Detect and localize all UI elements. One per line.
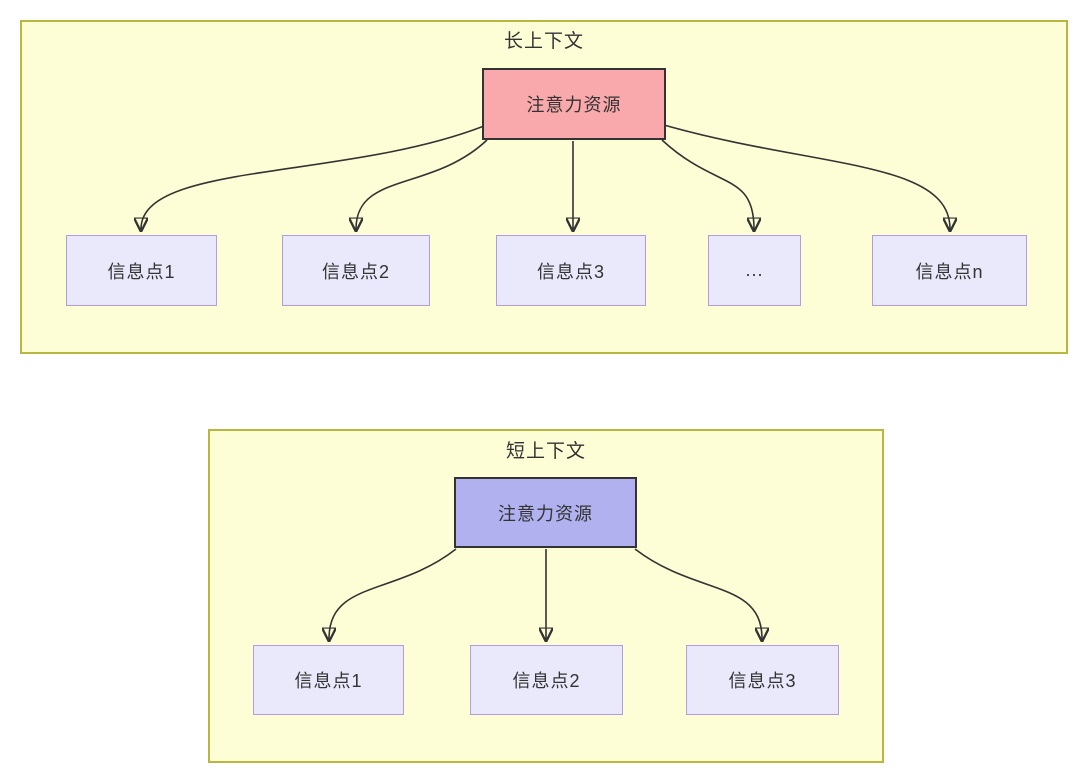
node-ellipsis-long: ... xyxy=(708,235,801,306)
node-info-point-1-short: 信息点1 xyxy=(253,645,404,715)
node-attention-resource-short: 注意力资源 xyxy=(454,477,637,548)
node-info-point-1-long: 信息点1 xyxy=(66,235,217,306)
node-info-point-3-short: 信息点3 xyxy=(686,645,839,715)
node-info-point-3-long: 信息点3 xyxy=(496,235,646,306)
panel-title-short-context: 短上下文 xyxy=(505,441,586,462)
node-info-point-n-long: 信息点n xyxy=(872,235,1027,306)
node-info-point-2-short: 信息点2 xyxy=(470,645,623,715)
node-attention-resource-long: 注意力资源 xyxy=(482,68,666,140)
panel-title-long-context: 长上下文 xyxy=(503,31,584,52)
node-info-point-2-long: 信息点2 xyxy=(282,235,430,306)
